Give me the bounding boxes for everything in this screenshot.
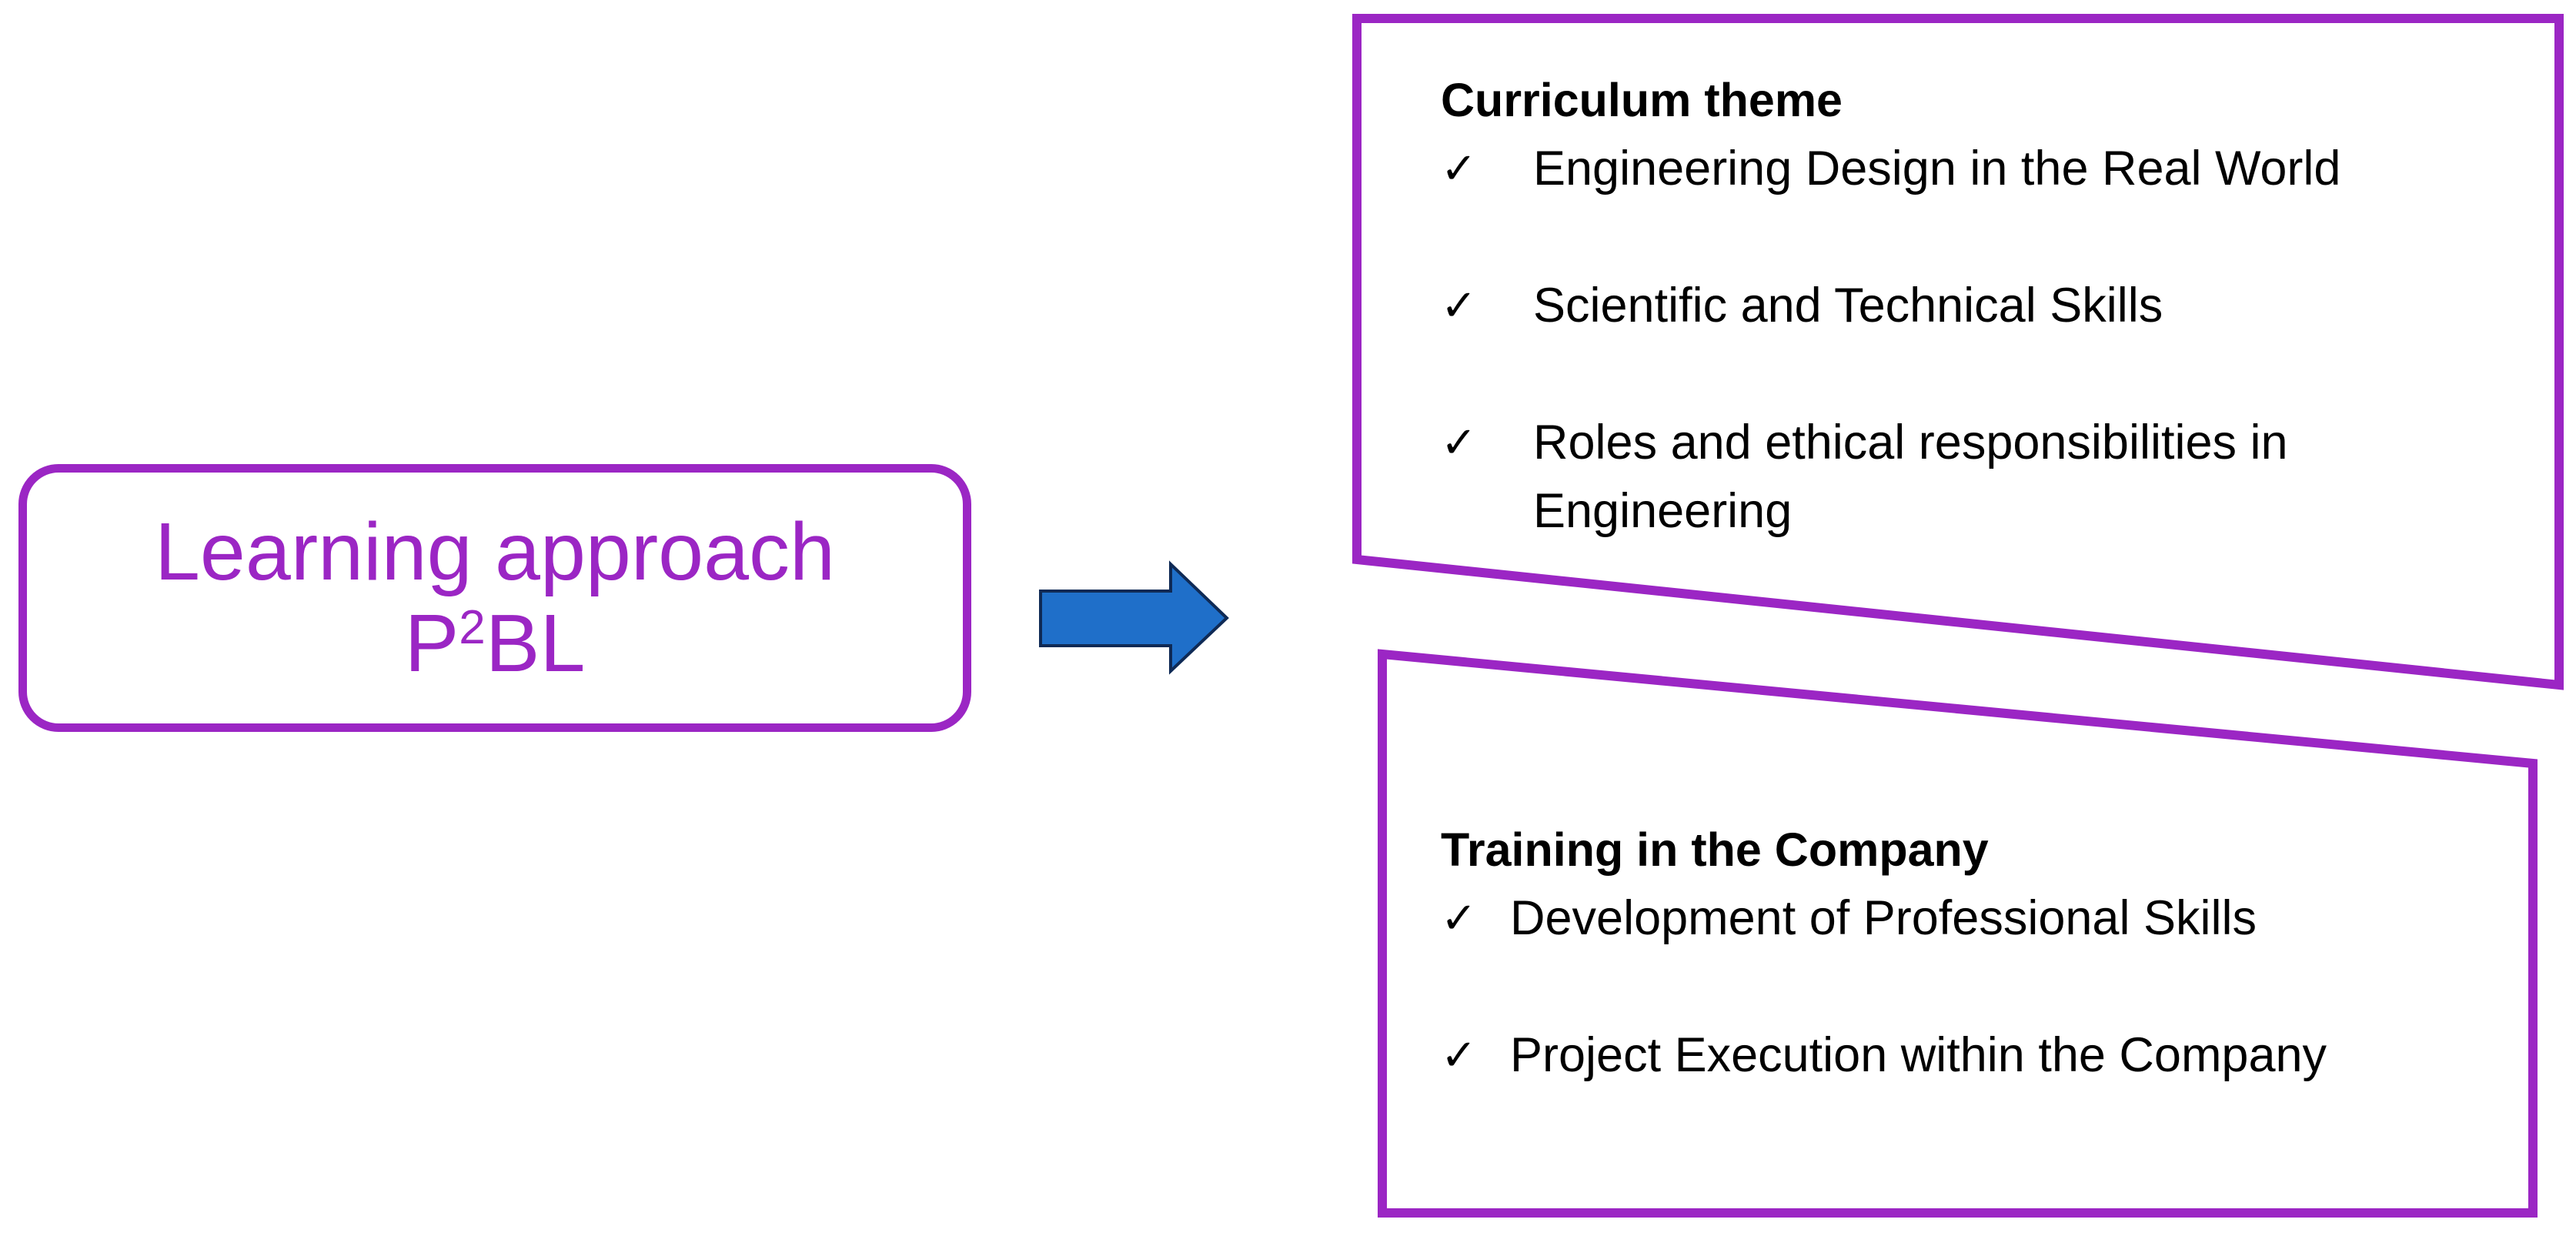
curriculum-heading: Curriculum theme	[1441, 74, 1843, 126]
p2bl-label: P2BL	[405, 598, 586, 690]
training-item-label: Project Execution within the Company	[1510, 1028, 2327, 1082]
curriculum-item: ✓ Engineering Design in the Real World	[1441, 135, 2441, 203]
checkmark-icon: ✓	[1441, 894, 1477, 944]
p2bl-superscript: 2	[459, 601, 486, 654]
training-panel: Training in the Company ✓ Development of…	[1441, 816, 2441, 1158]
curriculum-item-label: Scientific and Technical Skills	[1533, 279, 2163, 332]
curriculum-item-label: Roles and ethical responsibilities in En…	[1533, 416, 2288, 538]
learning-approach-title: Learning approach	[154, 506, 836, 598]
training-item: ✓ Development of Professional Skills	[1441, 884, 2441, 953]
checkmark-icon: ✓	[1441, 281, 1477, 331]
training-panel-border	[1378, 649, 2538, 1218]
p2bl-suffix: BL	[485, 598, 586, 689]
checkmark-icon: ✓	[1441, 144, 1477, 194]
curriculum-item: ✓ Scientific and Technical Skills	[1441, 272, 2441, 340]
curriculum-panel: Curriculum theme ✓ Engineering Design in…	[1441, 66, 2441, 614]
curriculum-item: ✓ Roles and ethical responsibilities in …	[1441, 409, 2441, 546]
checkmark-icon: ✓	[1441, 1031, 1477, 1081]
learning-approach-box: Learning approach P2BL	[18, 464, 971, 732]
training-item: ✓ Project Execution within the Company	[1441, 1021, 2441, 1090]
right-arrow-icon	[1039, 560, 1229, 675]
checkmark-icon: ✓	[1441, 418, 1477, 468]
curriculum-panel-border	[1352, 14, 2564, 690]
p2bl-prefix: P	[404, 598, 459, 689]
training-item-label: Development of Professional Skills	[1510, 891, 2257, 945]
training-heading: Training in the Company	[1441, 823, 1989, 876]
curriculum-item-label: Engineering Design in the Real World	[1533, 142, 2341, 195]
